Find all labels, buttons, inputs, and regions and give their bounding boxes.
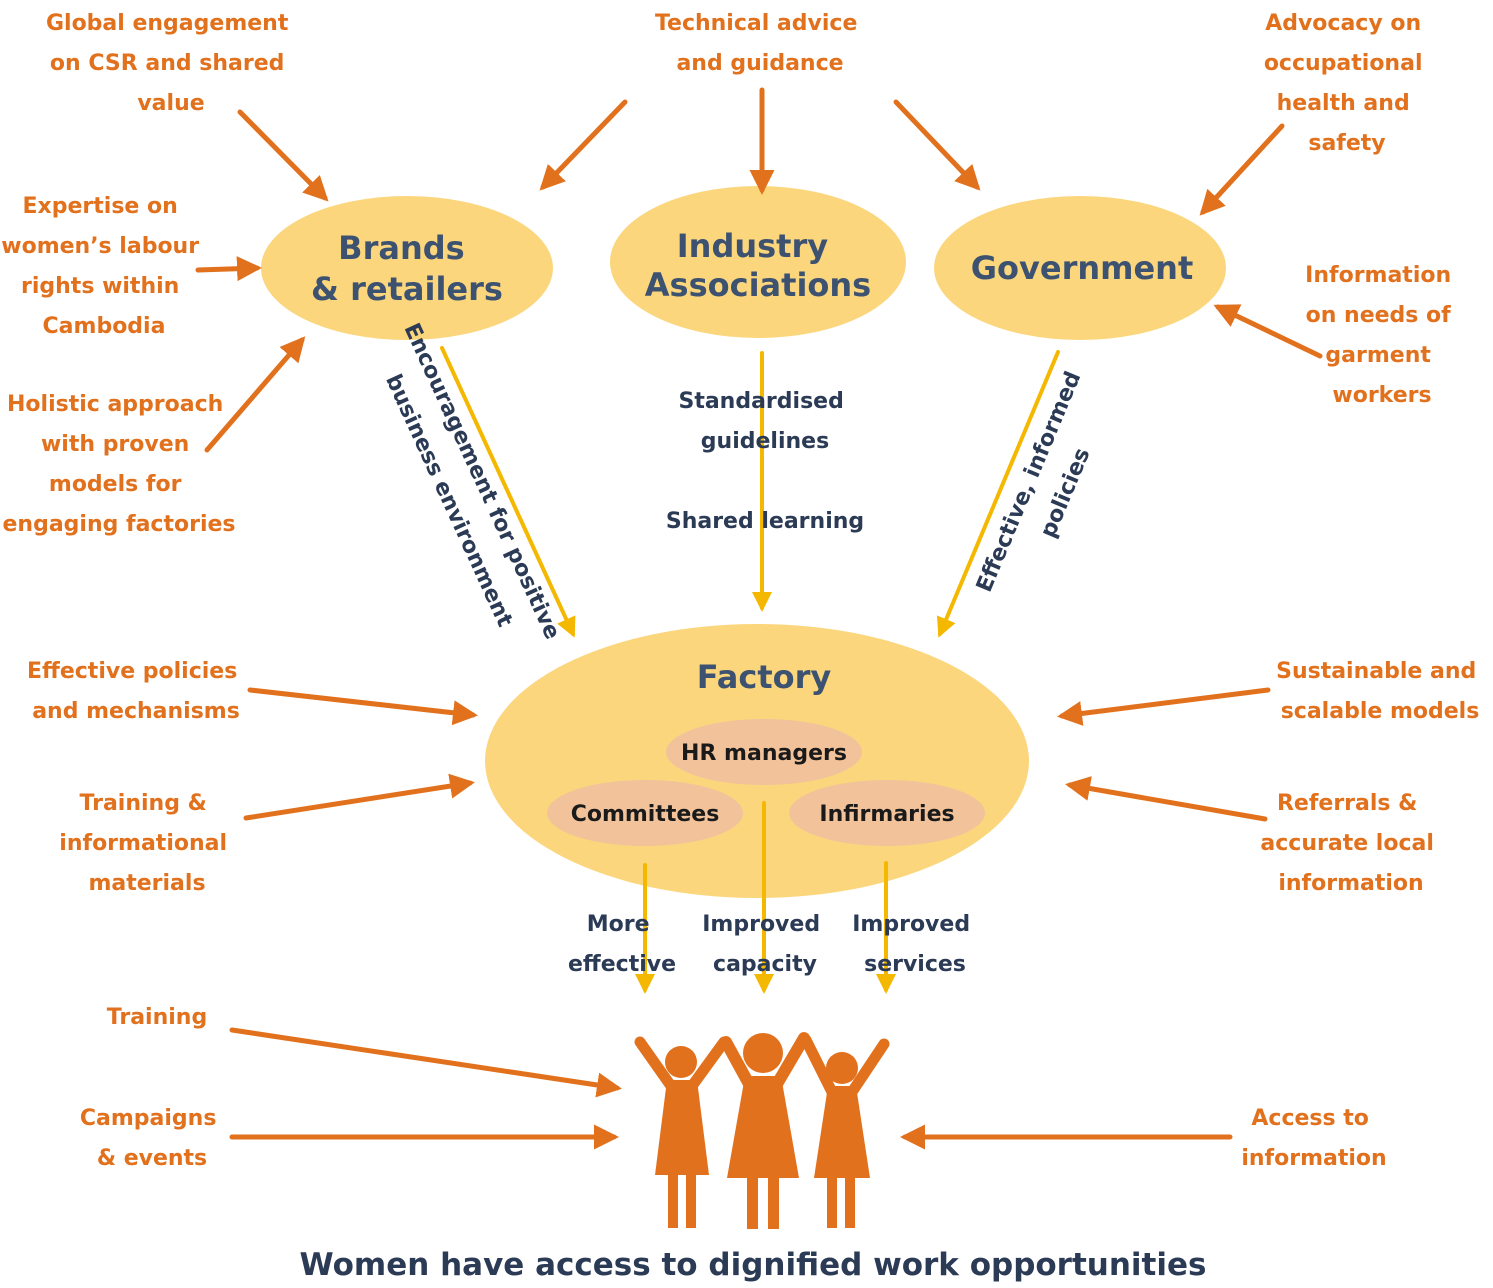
arrow-holistic-to-brands — [204, 336, 306, 453]
government-node — [934, 196, 1226, 340]
flow-label-standardised: Standardised guidelines — [678, 389, 851, 454]
input-training: Training — [107, 1005, 207, 1030]
input-campaigns: Campaigns & events — [80, 1106, 224, 1171]
government-label: Government — [971, 249, 1194, 287]
flow-label-more-effective: More effective — [568, 912, 676, 977]
arrow-advocacy-to-government — [1199, 123, 1285, 216]
committees-label: Committees — [571, 802, 720, 827]
brands-retailers-node — [261, 196, 553, 340]
input-technical-advice: Technical advice and guidance — [655, 11, 865, 76]
arrow-referrals-to-factory — [1065, 776, 1268, 822]
flow-label-improved-services: Improved services — [852, 912, 978, 977]
arrow-policies-to-factory — [247, 687, 478, 726]
arrow-technical-to-government — [893, 99, 981, 191]
factory-label: Factory — [697, 658, 832, 696]
arrow-information-to-government — [1213, 304, 1323, 359]
industry-associations-node — [610, 186, 906, 338]
infirmaries-label: Infirmaries — [819, 802, 954, 827]
flow-government-to-factory — [936, 350, 1060, 638]
arrow-global-to-brands — [237, 109, 329, 202]
arrow-training-to-women — [229, 1027, 622, 1098]
brands-label: Brands & retailers — [311, 229, 503, 308]
flow-brands-to-factory — [440, 346, 576, 638]
input-global-engagement: Global engagement on CSR and shared valu… — [46, 11, 296, 116]
input-referrals: Referrals & accurate local information — [1260, 791, 1441, 896]
input-effective-policies: Effective policies and mechanisms — [27, 659, 245, 724]
arrow-training-materials-to-factory — [243, 773, 475, 821]
flow-label-improved-capacity: Improved capacity — [702, 912, 828, 977]
infirmaries-node — [789, 780, 985, 846]
arrow-sustainable-to-factory — [1057, 687, 1271, 726]
input-training-materials: Training & informational materials — [59, 791, 234, 896]
input-expertise: Expertise on women’s labour rights withi… — [1, 194, 207, 339]
industry-label: Industry Associations — [645, 227, 871, 304]
input-access-information: Access to information — [1241, 1106, 1386, 1171]
input-advocacy: Advocacy on occupational health and safe… — [1264, 11, 1430, 156]
hr-managers-label: HR managers — [681, 741, 847, 766]
arrow-expertise-to-brands — [195, 256, 262, 282]
input-information-needs: Information on needs of garment workers — [1305, 263, 1459, 408]
hr-managers-node — [666, 719, 862, 785]
input-holistic-approach: Holistic approach with proven models for… — [2, 392, 235, 537]
three-women-raised-arms-icon — [634, 1032, 890, 1229]
arrow-technical-to-brands — [539, 99, 628, 191]
flow-label-encouragement: Encouragement for positive business envi… — [364, 320, 568, 667]
flow-label-informed-policies: Effective, informed policies — [972, 361, 1124, 611]
committees-node — [547, 780, 743, 846]
flow-label-shared-learning: Shared learning — [666, 509, 864, 534]
goal-statement: Women have access to dignified work oppo… — [300, 1247, 1207, 1283]
input-sustainable-models: Sustainable and scalable models — [1276, 659, 1484, 724]
